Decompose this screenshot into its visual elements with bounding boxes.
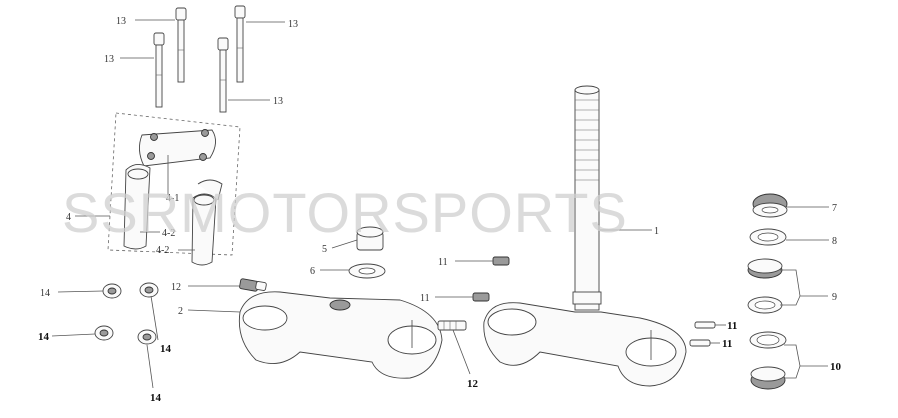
bolt-13-left-tall xyxy=(175,7,187,83)
bolt-11-a xyxy=(492,256,510,266)
callout-11-b: 11 xyxy=(420,293,430,304)
callout-12-upper: 12 xyxy=(171,282,181,293)
callout-1: 1 xyxy=(654,226,659,237)
bolt-11-c xyxy=(694,321,716,329)
bolt-11-d xyxy=(689,339,711,347)
callout-2: 2 xyxy=(178,306,183,317)
callout-13-top-right: 13 xyxy=(288,19,298,30)
pinch-bolt-12-upper xyxy=(239,278,267,292)
callout-4-1: 4-1 xyxy=(166,193,179,204)
callout-10: 10 xyxy=(830,361,842,373)
callout-11-c: 11 xyxy=(727,320,737,332)
callout-6: 6 xyxy=(310,266,315,277)
bolt-13-right-tall xyxy=(234,5,246,83)
callout-7: 7 xyxy=(832,203,837,214)
callout-8: 8 xyxy=(832,236,837,247)
nut-14-d xyxy=(137,329,157,345)
bearing-set-9 xyxy=(747,258,783,314)
callout-13-top-left: 13 xyxy=(116,16,126,27)
callout-4: 4 xyxy=(66,212,71,223)
bolt-13-right-short xyxy=(217,37,229,113)
pinch-bolt-12-lower xyxy=(437,320,467,331)
callout-11-a: 11 xyxy=(438,257,448,268)
nut-14-set xyxy=(94,282,159,345)
nut-14-c xyxy=(94,325,114,341)
watermark-text: SSRMOTORSPORTS xyxy=(62,181,628,244)
callout-13-mid-left: 13 xyxy=(104,54,114,65)
handlebar-clamp-assembly xyxy=(107,112,241,266)
leader-lines xyxy=(51,19,829,389)
bearing-set-10 xyxy=(749,331,787,390)
callout-14-upper: 14 xyxy=(40,288,50,299)
callout-14-mid: 14 xyxy=(160,343,172,355)
callout-9: 9 xyxy=(832,292,837,303)
nut-14-a xyxy=(102,283,122,299)
cap-nut-5 xyxy=(356,226,384,251)
callout-14-left: 14 xyxy=(38,331,50,343)
callout-4-2-upper: 4-2 xyxy=(162,228,175,239)
nut-14-b xyxy=(139,282,159,298)
callout-14-bottom: 14 xyxy=(150,392,162,404)
callout-labels: 13 13 13 13 4 4-1 4-2 4-2 5 6 2 12 12 14… xyxy=(38,16,842,404)
riser-4-2-left xyxy=(123,164,151,250)
callout-4-2-lower: 4-2 xyxy=(156,245,169,256)
top-triple-clamp-2 xyxy=(238,291,443,379)
washer-6 xyxy=(348,263,386,279)
riser-4-2-right xyxy=(191,179,223,266)
bolt-11-set xyxy=(472,256,716,347)
callout-5: 5 xyxy=(322,244,327,255)
bolt-13-left-short xyxy=(153,32,165,108)
callout-12-lower: 12 xyxy=(467,378,479,390)
steering-stem-1 xyxy=(483,85,687,387)
bolt-11-b xyxy=(472,292,490,302)
callout-13-mid-right: 13 xyxy=(273,96,283,107)
bolt-13-set xyxy=(153,5,246,113)
stem-nut-7 xyxy=(752,193,788,218)
dust-seal-8 xyxy=(749,228,787,246)
callout-11-d: 11 xyxy=(722,338,732,350)
clamp-top-4-1 xyxy=(139,129,216,167)
